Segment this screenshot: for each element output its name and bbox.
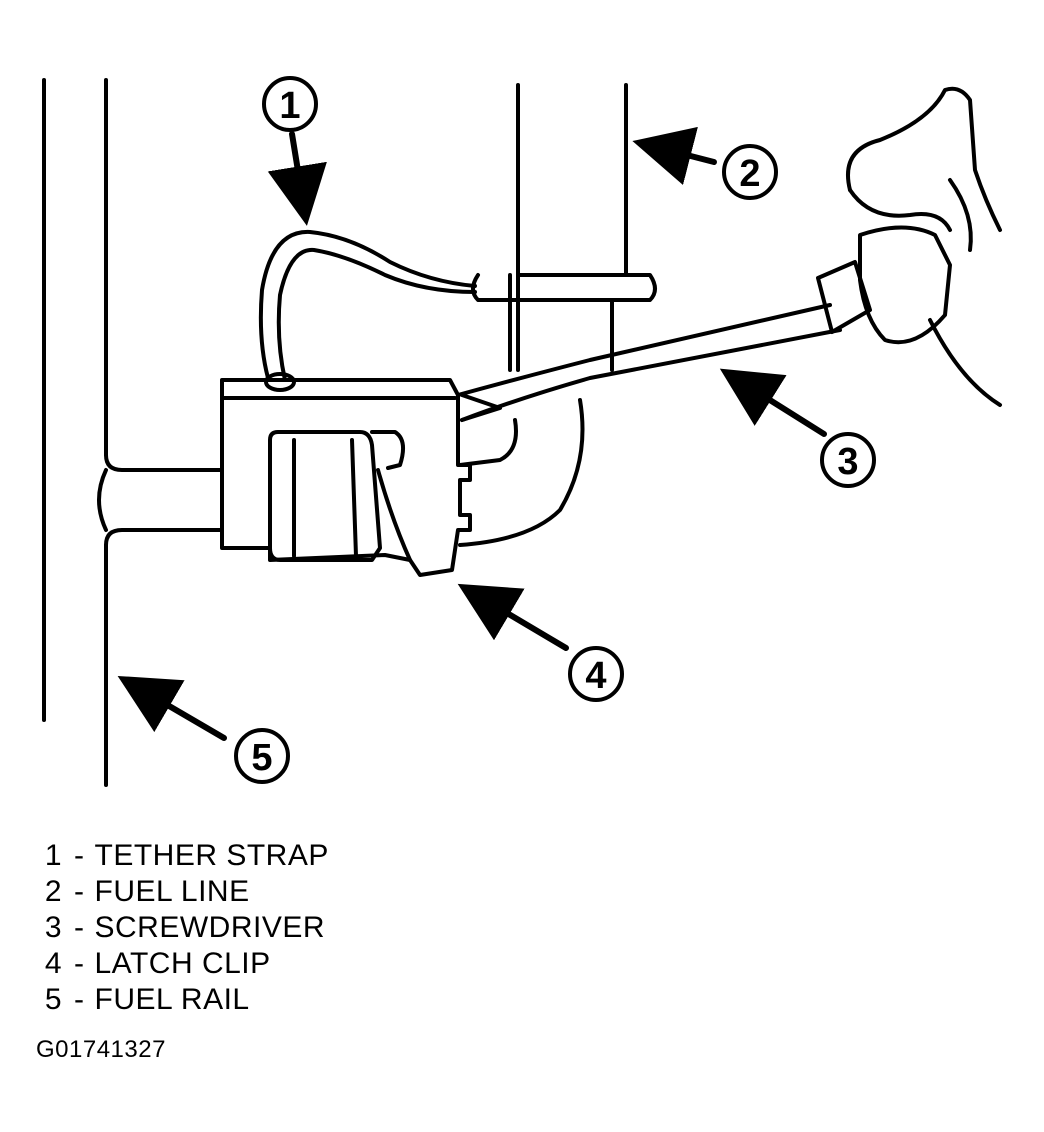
- latch-clip-drawing: [220, 378, 472, 577]
- legend-label: FUEL RAIL: [94, 983, 250, 1016]
- legend-number: 5: [44, 983, 62, 1016]
- callout-5: 5: [234, 728, 290, 784]
- svg-text:5: 5: [251, 737, 272, 779]
- legend-item-screwdriver: 3-SCREWDRIVER: [44, 910, 329, 946]
- legend-label: TETHER STRAP: [94, 839, 329, 872]
- fuel-line-latch-clip-illustration: 1 2 3 4 5: [42, 76, 1002, 787]
- fuel-line-drawing: [458, 83, 657, 547]
- callout-3-arrow: [719, 368, 827, 437]
- svg-text:2: 2: [739, 153, 760, 195]
- hand-drawing: [846, 86, 1002, 407]
- legend-number: 4: [44, 947, 62, 980]
- svg-text:1: 1: [279, 85, 300, 127]
- legend-label: SCREWDRIVER: [94, 911, 326, 944]
- tether-strap-drawing: [258, 229, 477, 392]
- legend-item-tether-strap: 1-TETHER STRAP: [44, 838, 329, 874]
- legend-separator: -: [74, 839, 85, 872]
- legend-separator: -: [74, 875, 85, 908]
- svg-text:3: 3: [837, 441, 858, 483]
- svg-text:4: 4: [585, 655, 606, 697]
- callout-4-arrow: [457, 583, 569, 651]
- screwdriver-drawing: [456, 225, 952, 422]
- legend-item-fuel-line: 2-FUEL LINE: [44, 874, 329, 910]
- legend-label: LATCH CLIP: [94, 947, 271, 980]
- callout-1: 1: [262, 76, 318, 132]
- legend-separator: -: [74, 983, 85, 1016]
- legend-label: FUEL LINE: [94, 875, 250, 908]
- legend-item-fuel-rail: 5-FUEL RAIL: [44, 982, 329, 1018]
- callout-2-arrow: [632, 126, 717, 186]
- parts-legend: 1-TETHER STRAP 2-FUEL LINE 3-SCREWDRIVER…: [44, 838, 329, 1018]
- callout-2: 2: [722, 144, 778, 200]
- fuel-rail-drawing: [42, 78, 224, 787]
- legend-number: 1: [44, 839, 62, 872]
- callout-1-arrow: [267, 131, 327, 226]
- legend-separator: -: [74, 947, 85, 980]
- legend-number: 3: [44, 911, 62, 944]
- callout-5-arrow: [117, 675, 227, 741]
- legend-item-latch-clip: 4-LATCH CLIP: [44, 946, 329, 982]
- figure-id: G01741327: [36, 1036, 166, 1063]
- legend-number: 2: [44, 875, 62, 908]
- callout-4: 4: [568, 646, 624, 702]
- legend-separator: -: [74, 911, 85, 944]
- callout-3: 3: [820, 432, 876, 488]
